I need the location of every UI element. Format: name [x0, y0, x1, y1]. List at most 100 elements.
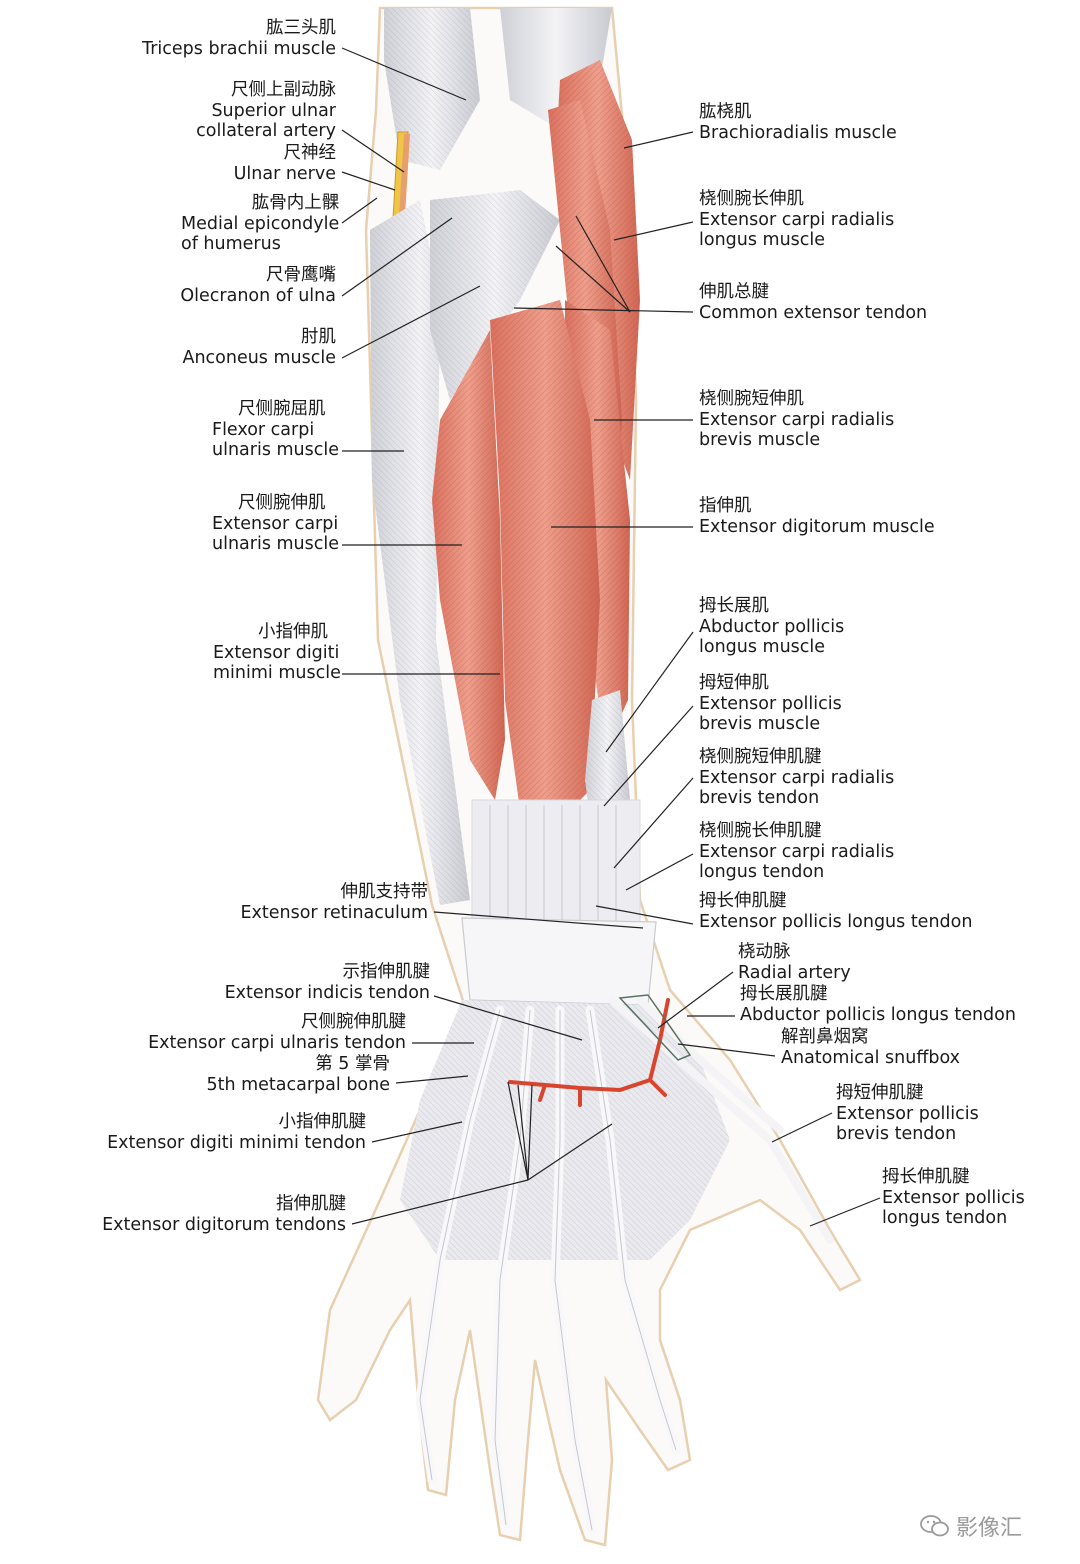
label-ecrl-tendon: 桡侧腕长伸肌腱 Extensor carpi radialis longus t… [699, 821, 894, 883]
label-text: Radial artery [738, 962, 851, 983]
label-text: 尺侧上副动脉 [231, 80, 336, 100]
label-text: Abductor pollicis longus tendon [740, 1004, 1016, 1025]
label-ecu-tendon: 尺侧腕伸肌腱 Extensor carpi ulnaris tendon [148, 1012, 406, 1053]
label-text: Extensor pollicis [699, 693, 842, 714]
label-text: 拇短伸肌腱 [836, 1083, 924, 1103]
wechat-icon [920, 1515, 949, 1537]
label-text: 伸肌支持带 [340, 882, 429, 902]
label-text: 桡侧腕长伸肌 [699, 189, 804, 209]
label-text: minimi muscle [213, 663, 341, 683]
label-text: 第 5 掌骨 [315, 1054, 390, 1074]
label-text: Extensor carpi radialis [699, 409, 895, 430]
label-text: 小指伸肌 [258, 622, 328, 642]
label-text: Extensor carpi radialis [699, 841, 895, 862]
label-text: 伸肌总腱 [699, 282, 769, 302]
label-olecranon: 尺骨鹰嘴 Olecranon of ulna [180, 265, 336, 306]
label-text: Ulnar nerve [233, 163, 336, 184]
label-snuffbox: 解剖鼻烟窝 Anatomical snuffbox [781, 1027, 960, 1068]
label-epl-tendon-top: 拇长伸肌腱 Extensor pollicis longus tendon [699, 891, 972, 932]
label-text: 桡动脉 [738, 942, 791, 962]
label-retinaculum: 伸肌支持带 Extensor retinaculum [240, 882, 428, 923]
label-text: Extensor indicis tendon [224, 982, 430, 1003]
label-text: 小指伸肌腱 [278, 1112, 367, 1132]
label-text: collateral artery [196, 121, 336, 141]
label-edm: 小指伸肌 Extensor digiti minimi muscle [213, 622, 341, 684]
label-text: Extensor carpi radialis [699, 209, 895, 230]
label-text: Anconeus muscle [182, 347, 336, 368]
label-brachioradialis: 肱桡肌 Brachioradialis muscle [699, 102, 897, 143]
label-common-ext: 伸肌总腱 Common extensor tendon [699, 282, 927, 323]
label-ecrb-tendon: 桡侧腕短伸肌腱 Extensor carpi radialis brevis t… [699, 747, 894, 809]
label-text: 桡侧腕短伸肌腱 [699, 747, 822, 767]
label-text: Common extensor tendon [699, 302, 928, 323]
label-text: Extensor digitorum muscle [699, 516, 935, 537]
label-text: Extensor carpi radialis [699, 767, 895, 788]
label-edm-tendon: 小指伸肌腱 Extensor digiti minimi tendon [107, 1112, 366, 1153]
label-text: Extensor digiti minimi tendon [107, 1132, 366, 1153]
label-text: Superior ulnar [211, 100, 336, 121]
label-text: Extensor digiti [213, 642, 340, 663]
label-text: Extensor digitorum tendons [102, 1214, 346, 1235]
label-text: 解剖鼻烟窝 [781, 1027, 869, 1047]
label-text: Flexor carpi [212, 419, 315, 440]
label-text: Extensor pollicis longus tendon [699, 911, 973, 932]
label-anconeus: 肘肌 Anconeus muscle [182, 327, 336, 368]
label-text: brevis tendon [699, 788, 820, 808]
label-ext-indicis: 示指伸肌腱 Extensor indicis tendon [225, 962, 430, 1003]
retinaculum-shape [461, 917, 657, 1006]
label-text: Triceps brachii muscle [142, 38, 336, 59]
ulnar-artery-shape [398, 134, 410, 232]
label-text: 指伸肌腱 [276, 1194, 346, 1214]
label-text: Extensor retinaculum [240, 902, 428, 923]
label-text: 尺侧腕伸肌 [238, 493, 326, 513]
label-metacarpal5: 第 5 掌骨 5th metacarpal bone [206, 1054, 390, 1095]
label-text: 拇长伸肌腱 [882, 1167, 970, 1187]
label-text: brevis muscle [699, 430, 821, 450]
label-text: Olecranon of ulna [180, 285, 336, 306]
ecu-fibers [432, 330, 505, 800]
extensor-digitorum-fibers [490, 300, 600, 820]
label-text: 桡侧腕长伸肌腱 [699, 821, 822, 841]
label-radial-artery: 桡动脉 Radial artery [738, 942, 851, 983]
label-text: brevis muscle [699, 714, 821, 734]
label-text: 尺骨鹰嘴 [266, 265, 336, 285]
label-text: 肘肌 [301, 327, 336, 347]
label-text: 尺侧腕伸肌腱 [301, 1012, 406, 1032]
radial-artery-shape [508, 998, 670, 1107]
label-text: 示指伸肌腱 [342, 962, 431, 982]
label-apl-tendon: 拇长展肌腱 Abductor pollicis longus tendon [740, 984, 1016, 1025]
label-text: longus muscle [699, 230, 826, 250]
label-text: 肱桡肌 [699, 102, 752, 122]
label-text: longus muscle [699, 637, 826, 657]
label-text: 拇短伸肌 [699, 673, 769, 693]
label-ecrb: 桡侧腕短伸肌 Extensor carpi radialis brevis mu… [699, 389, 894, 451]
label-text: Extensor pollicis [836, 1103, 979, 1124]
label-ecrl: 桡侧腕长伸肌 Extensor carpi radialis longus mu… [699, 189, 894, 251]
label-ed-tendons: 指伸肌腱 Extensor digitorum tendons [102, 1194, 346, 1235]
label-text: ulnaris muscle [212, 534, 340, 554]
label-ecu: 尺侧腕伸肌 Extensor carpi ulnaris muscle [212, 493, 339, 555]
label-sup-ulnar-artery: 尺侧上副动脉 Superior ulnar collateral artery [196, 80, 336, 142]
label-triceps: 肱三头肌 Triceps brachii muscle [142, 18, 336, 59]
label-text: Abductor pollicis [699, 616, 845, 637]
watermark-text: 影像汇 [956, 1516, 1023, 1541]
label-text: 拇长展肌腱 [740, 984, 828, 1004]
label-text: 尺侧腕屈肌 [238, 399, 326, 419]
watermark: 影像汇 [920, 1510, 1022, 1542]
label-text: brevis tendon [836, 1124, 957, 1144]
label-text: Brachioradialis muscle [699, 122, 897, 143]
label-text: of humerus [181, 234, 281, 254]
label-medial-epicondyle: 肱骨内上髁 Medial epicondyle of humerus [181, 193, 339, 255]
label-text: 桡侧腕短伸肌 [699, 389, 804, 409]
label-text: Extensor pollicis [882, 1187, 1025, 1208]
label-text: 5th metacarpal bone [206, 1074, 390, 1095]
label-text: 拇长展肌 [699, 596, 769, 616]
label-text: 指伸肌 [699, 496, 752, 516]
label-text: longus tendon [882, 1208, 1008, 1228]
label-text: longus tendon [699, 862, 825, 882]
label-epb: 拇短伸肌 Extensor pollicis brevis muscle [699, 673, 842, 735]
label-text: ulnaris muscle [212, 440, 340, 460]
forearm-tendons [471, 799, 641, 926]
